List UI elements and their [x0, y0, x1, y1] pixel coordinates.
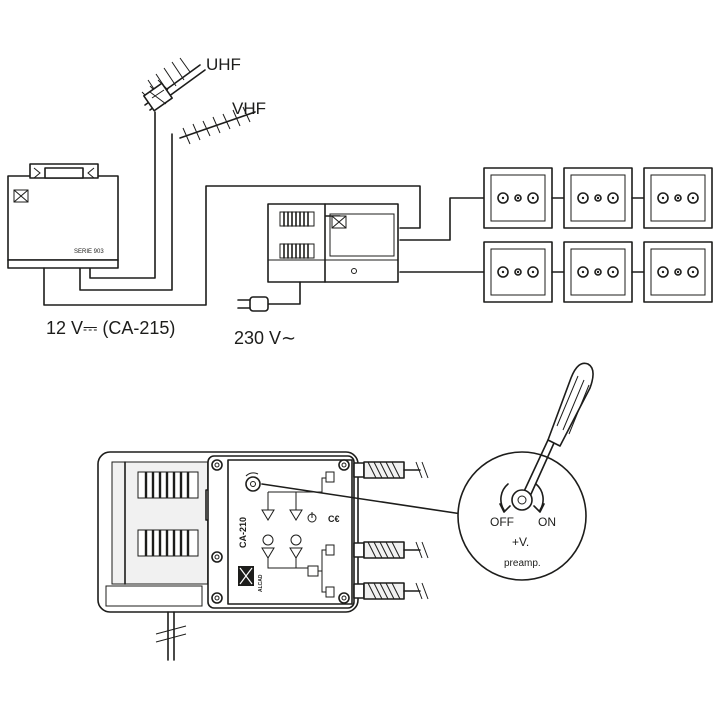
tv-outlet — [643, 241, 713, 303]
mains-plug — [237, 281, 301, 312]
mains-voltage-label: 230 V∼ — [234, 328, 296, 348]
tv-outlet — [483, 241, 553, 303]
rf-connector-bottom — [353, 582, 429, 600]
power-supply-unit — [7, 163, 119, 269]
uhf-cable — [89, 111, 156, 279]
zoom-leader-line — [261, 483, 463, 515]
svg-text:C€: C€ — [328, 514, 340, 524]
tv-outlet-grid — [483, 167, 713, 303]
preamp-voltage-label: +V. — [512, 535, 529, 549]
preamp-on-label: ON — [538, 515, 556, 529]
vhf-antenna — [179, 106, 256, 145]
indicator-led-icon — [351, 268, 357, 274]
vhf-cable — [79, 133, 173, 291]
preamp-caption-label: preamp. — [504, 558, 541, 569]
uhf-label: UHF — [206, 55, 241, 74]
distribution-line-top — [399, 197, 485, 241]
amplifier-open-view: C€ — [97, 451, 429, 661]
uhf-antenna — [141, 57, 206, 112]
rf-connector-middle — [353, 541, 429, 559]
tv-outlet — [643, 167, 713, 229]
vhf-label: VHF — [232, 99, 266, 118]
amplifier-model-label: CA-210 — [238, 517, 248, 548]
preamp-detail-zoom — [457, 362, 594, 581]
power-supply-series-label: SERIE 903 — [74, 249, 104, 255]
preamp-off-label: OFF — [490, 515, 514, 529]
tv-outlet — [563, 241, 633, 303]
rf-connector-top — [353, 461, 429, 479]
power-supply-caption: 12 V⎓ (CA-215) — [46, 318, 175, 338]
amplifier-top-view — [267, 203, 399, 283]
tv-outlet — [483, 167, 553, 229]
screwdriver-icon — [519, 362, 594, 504]
psu-cable — [43, 185, 421, 306]
amplifier-brand-label: ALCAD — [258, 574, 264, 592]
tv-outlet — [563, 167, 633, 229]
